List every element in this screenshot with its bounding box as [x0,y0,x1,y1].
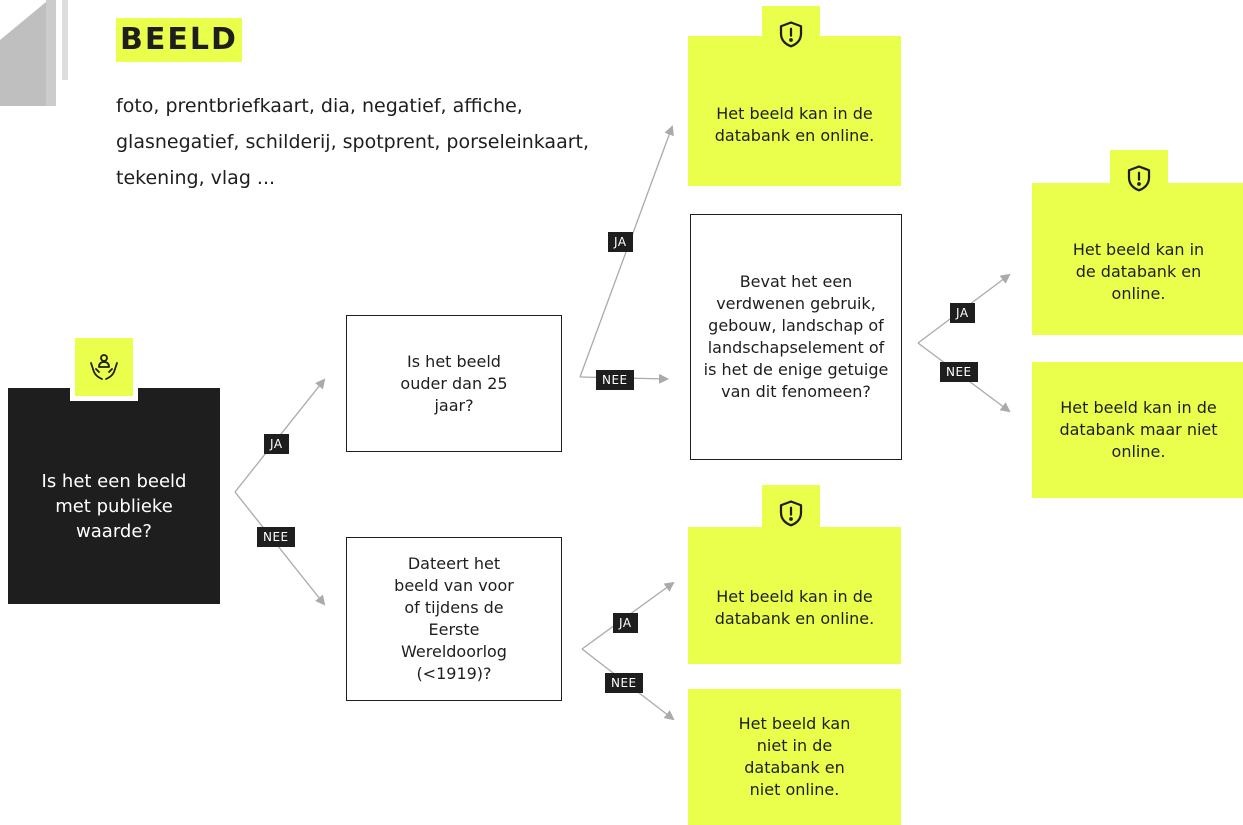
outcome-ww1-yes: Het beeld kan in de databank en online. [688,527,901,664]
warning-badge-1 [762,6,820,64]
question-disappeared-box: Bevat het een verdwenen gebruik, gebouw,… [690,214,902,460]
question-age-box: Is het beeld ouder dan 25 jaar? [346,315,562,452]
outcome-ww1-no: Het beeld kan niet in de databank en nie… [688,689,901,825]
warning-badge-3 [762,485,820,543]
shield-exclamation-icon [1127,165,1151,192]
shield-exclamation-icon [779,21,803,48]
outcome-disappeared-yes: Het beeld kan in de databank en online. [1032,183,1243,335]
edge-start-no [234,491,326,606]
question-ww1-text: Dateert het beeld van voor of tijdens de… [394,554,514,683]
question-age-text: Is het beeld ouder dan 25 jaar? [400,351,508,415]
question-disappeared-text: Bevat het een verdwenen gebruik, gebouw,… [703,272,889,401]
outcome-age-yes: Het beeld kan in de databank en online. [688,36,901,186]
logo-mark [0,0,68,106]
label-ww1-no: NEE [605,673,643,693]
start-question-box: Is het een beeld met publieke waarde? [8,388,220,604]
outcome-disappeared-no-text: Het beeld kan in de databank maar niet o… [1059,398,1218,461]
label-age-yes: JA [608,232,633,252]
shield-exclamation-icon [779,500,803,527]
page-title: BEELD [116,18,242,62]
label-ww1-yes: JA [613,613,638,633]
label-age-no: NEE [596,370,634,390]
label-start-yes: JA [264,434,289,454]
start-question-text: Is het een beeld met publieke waarde? [41,470,187,542]
edge-age-yes [579,125,674,378]
page-subtitle: foto, prentbriefkaart, dia, negatief, af… [116,95,590,189]
warning-badge-2 [1110,150,1168,208]
question-ww1-box: Dateert het beeld van voor of tijdens de… [346,537,562,701]
outcome-ww1-yes-text: Het beeld kan in de databank en online. [714,586,875,628]
outcome-disappeared-no: Het beeld kan in de databank maar niet o… [1032,362,1243,498]
outcome-disappeared-yes-text: Het beeld kan in de databank en online. [1072,240,1205,303]
start-icon-badge [70,333,138,401]
label-disappeared-yes: JA [950,303,975,323]
label-disappeared-no: NEE [940,362,978,382]
outcome-ww1-no-text: Het beeld kan niet in de databank en nie… [738,714,851,799]
label-start-no: NEE [257,527,295,547]
hands-holding-person-icon [90,354,118,380]
outcome-age-yes-text: Het beeld kan in de databank en online. [714,104,875,145]
